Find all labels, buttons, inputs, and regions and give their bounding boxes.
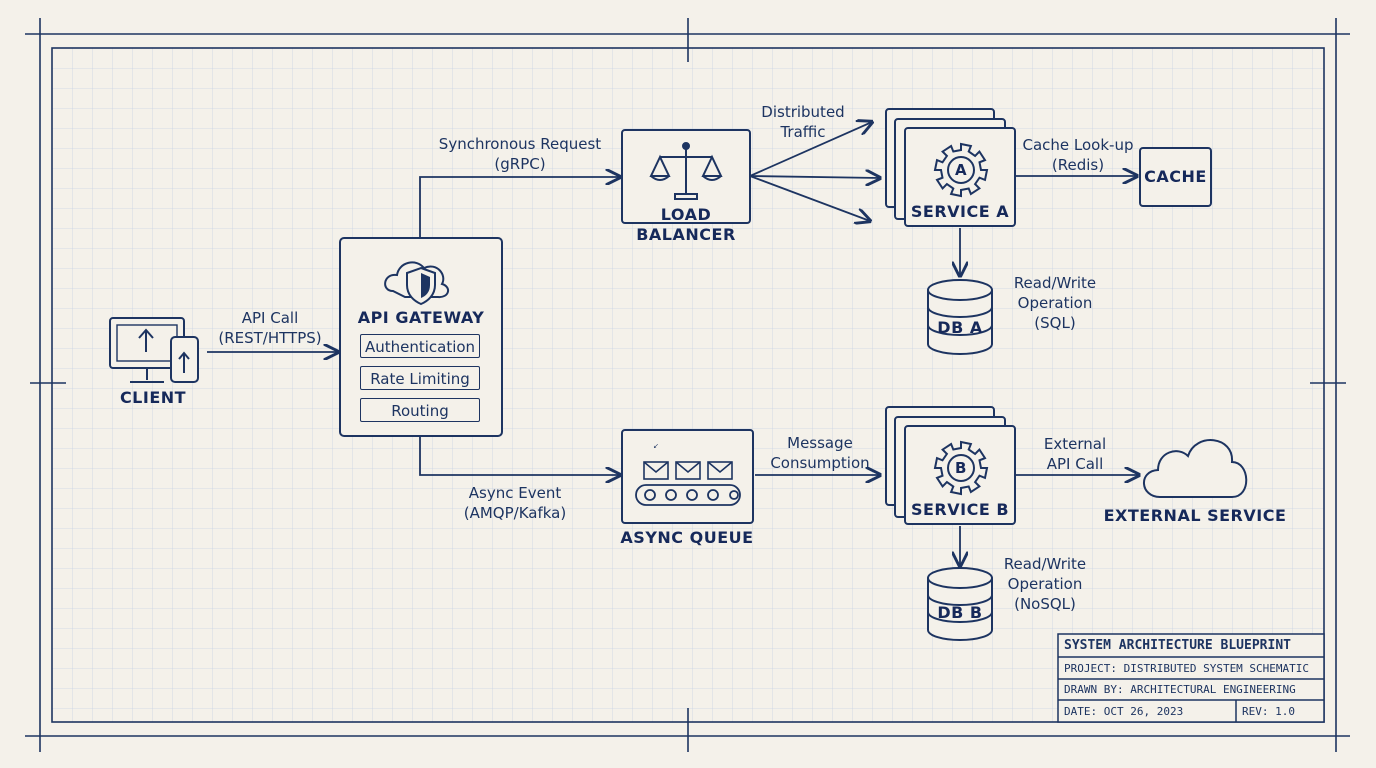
client-label: CLIENT — [119, 388, 187, 407]
edge-gateway-loadbalancer — [419, 177, 620, 238]
cloud-icon — [1143, 439, 1248, 498]
service-a-label: SERVICE A — [910, 202, 1010, 221]
edge-lb-service-a-3 — [749, 175, 870, 221]
external-api-label-1: External — [1043, 435, 1107, 453]
distributed-traffic-label-1: Distributed — [761, 103, 845, 121]
rw-sql-label-3: (SQL) — [1034, 314, 1076, 332]
db-a-label: DB A — [937, 318, 983, 337]
cloud-shield-icon — [384, 261, 450, 306]
async-event-protocol: (AMQP/Kafka) — [463, 504, 567, 522]
title-block-title: SYSTEM ARCHITECTURE BLUEPRINT — [1064, 638, 1291, 653]
scales-icon — [649, 142, 723, 200]
db-a-node — [927, 279, 993, 355]
api-gateway-label: API GATEWAY — [357, 308, 485, 327]
message-consumption-label-1: Message — [787, 434, 853, 452]
service-b-node — [885, 406, 1016, 525]
gear-icon — [933, 142, 989, 198]
edge-gateway-queue — [419, 436, 620, 475]
rw-nosql-label-2: Operation — [1007, 575, 1083, 593]
cache-lookup-protocol: (Redis) — [1051, 156, 1105, 174]
service-b-label: SERVICE B — [910, 500, 1010, 519]
sheet-frame — [25, 18, 1350, 752]
rate-limit-module: Rate Limiting — [360, 366, 480, 390]
cache-lookup-label: Cache Look-up — [1022, 136, 1134, 154]
rw-nosql-label-3: (NoSQL) — [1014, 595, 1076, 613]
external-api-label-2: API Call — [1046, 455, 1104, 473]
cache-label: CACHE — [1144, 167, 1207, 186]
edge-lb-service-a-1 — [749, 122, 872, 177]
async-event-label: Async Event — [468, 484, 562, 502]
async-queue-label: ASYNC QUEUE — [620, 528, 754, 547]
gear-icon — [933, 440, 989, 496]
rw-nosql-label-1: Read/Write — [1003, 555, 1087, 573]
api-call-protocol: (REST/HTTPS) — [218, 329, 322, 347]
service-b-badge: B — [955, 459, 967, 477]
external-service-label: EXTERNAL SERVICE — [1103, 506, 1287, 525]
api-call-label: API Call — [241, 309, 299, 327]
title-block-drawn-by: DRAWN BY: ARCHITECTURAL ENGINEERING — [1064, 683, 1296, 696]
connectors — [207, 122, 1139, 566]
svg-text:↙: ↙ — [653, 442, 659, 450]
rw-sql-label-1: Read/Write — [1013, 274, 1097, 292]
sync-request-label: Synchronous Request — [438, 135, 602, 153]
service-a-node — [885, 108, 1016, 227]
auth-module: Authentication — [360, 334, 480, 358]
title-block — [1057, 633, 1325, 723]
title-block-rev: REV: 1.0 — [1242, 705, 1295, 718]
db-b-label: DB B — [937, 603, 983, 622]
monitor-icon — [109, 317, 185, 383]
title-block-project: PROJECT: DISTRIBUTED SYSTEM SCHEMATIC — [1064, 662, 1310, 675]
edge-lb-service-a-2 — [749, 176, 880, 178]
sync-request-protocol: (gRPC) — [494, 155, 546, 173]
db-b-node — [927, 567, 993, 641]
title-block-date: DATE: OCT 26, 2023 — [1064, 705, 1184, 718]
client-node — [109, 317, 199, 383]
envelope-icon — [643, 461, 733, 480]
distributed-traffic-label-2: Traffic — [780, 123, 826, 141]
conveyor-icon — [635, 484, 741, 506]
cache-node — [1139, 147, 1212, 207]
routing-module: Routing — [360, 398, 480, 422]
load-balancer-label-2: BALANCER — [636, 225, 736, 244]
load-balancer-label-1: LOAD — [660, 205, 712, 224]
service-a-badge: A — [954, 161, 968, 179]
message-consumption-label-2: Consumption — [770, 454, 870, 472]
phone-icon — [170, 336, 199, 383]
rw-sql-label-2: Operation — [1017, 294, 1093, 312]
load-balancer-node — [621, 129, 751, 224]
async-queue-node: ↙ — [621, 429, 754, 524]
